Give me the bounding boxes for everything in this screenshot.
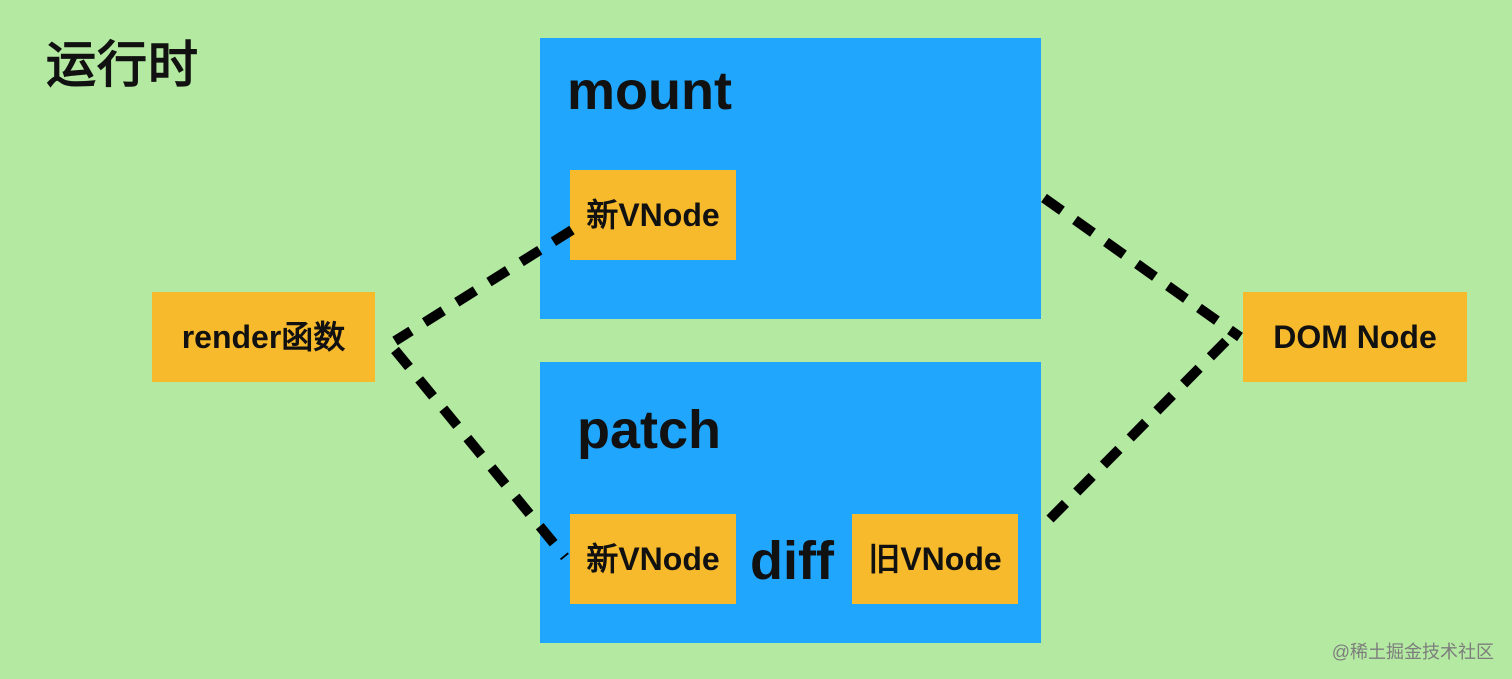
patch-old-vnode-box: 旧VNode	[852, 514, 1018, 604]
render-function-box: render函数	[152, 292, 375, 382]
render-function-label: render函数	[181, 319, 346, 355]
watermark: @稀土掘金技术社区	[1331, 642, 1494, 662]
mount-label: mount	[567, 61, 732, 121]
mount-to-dom-connector	[1041, 193, 1243, 342]
mount-new-vnode-box: 新VNode	[570, 170, 736, 260]
page-title: 运行时	[46, 37, 199, 93]
dom-node-label: DOM Node	[1273, 319, 1437, 355]
dom-node-box: DOM Node	[1243, 292, 1467, 382]
patch-new-vnode-box: 新VNode	[570, 514, 736, 604]
diff-label: diff	[750, 531, 834, 591]
patch-label: patch	[577, 400, 722, 460]
mount-new-vnode-label: 新VNode	[586, 197, 720, 233]
patch-new-vnode-label: 新VNode	[586, 541, 720, 577]
patch-to-dom-connector	[1046, 328, 1239, 523]
patch-old-vnode-label: 旧VNode	[868, 541, 1002, 577]
